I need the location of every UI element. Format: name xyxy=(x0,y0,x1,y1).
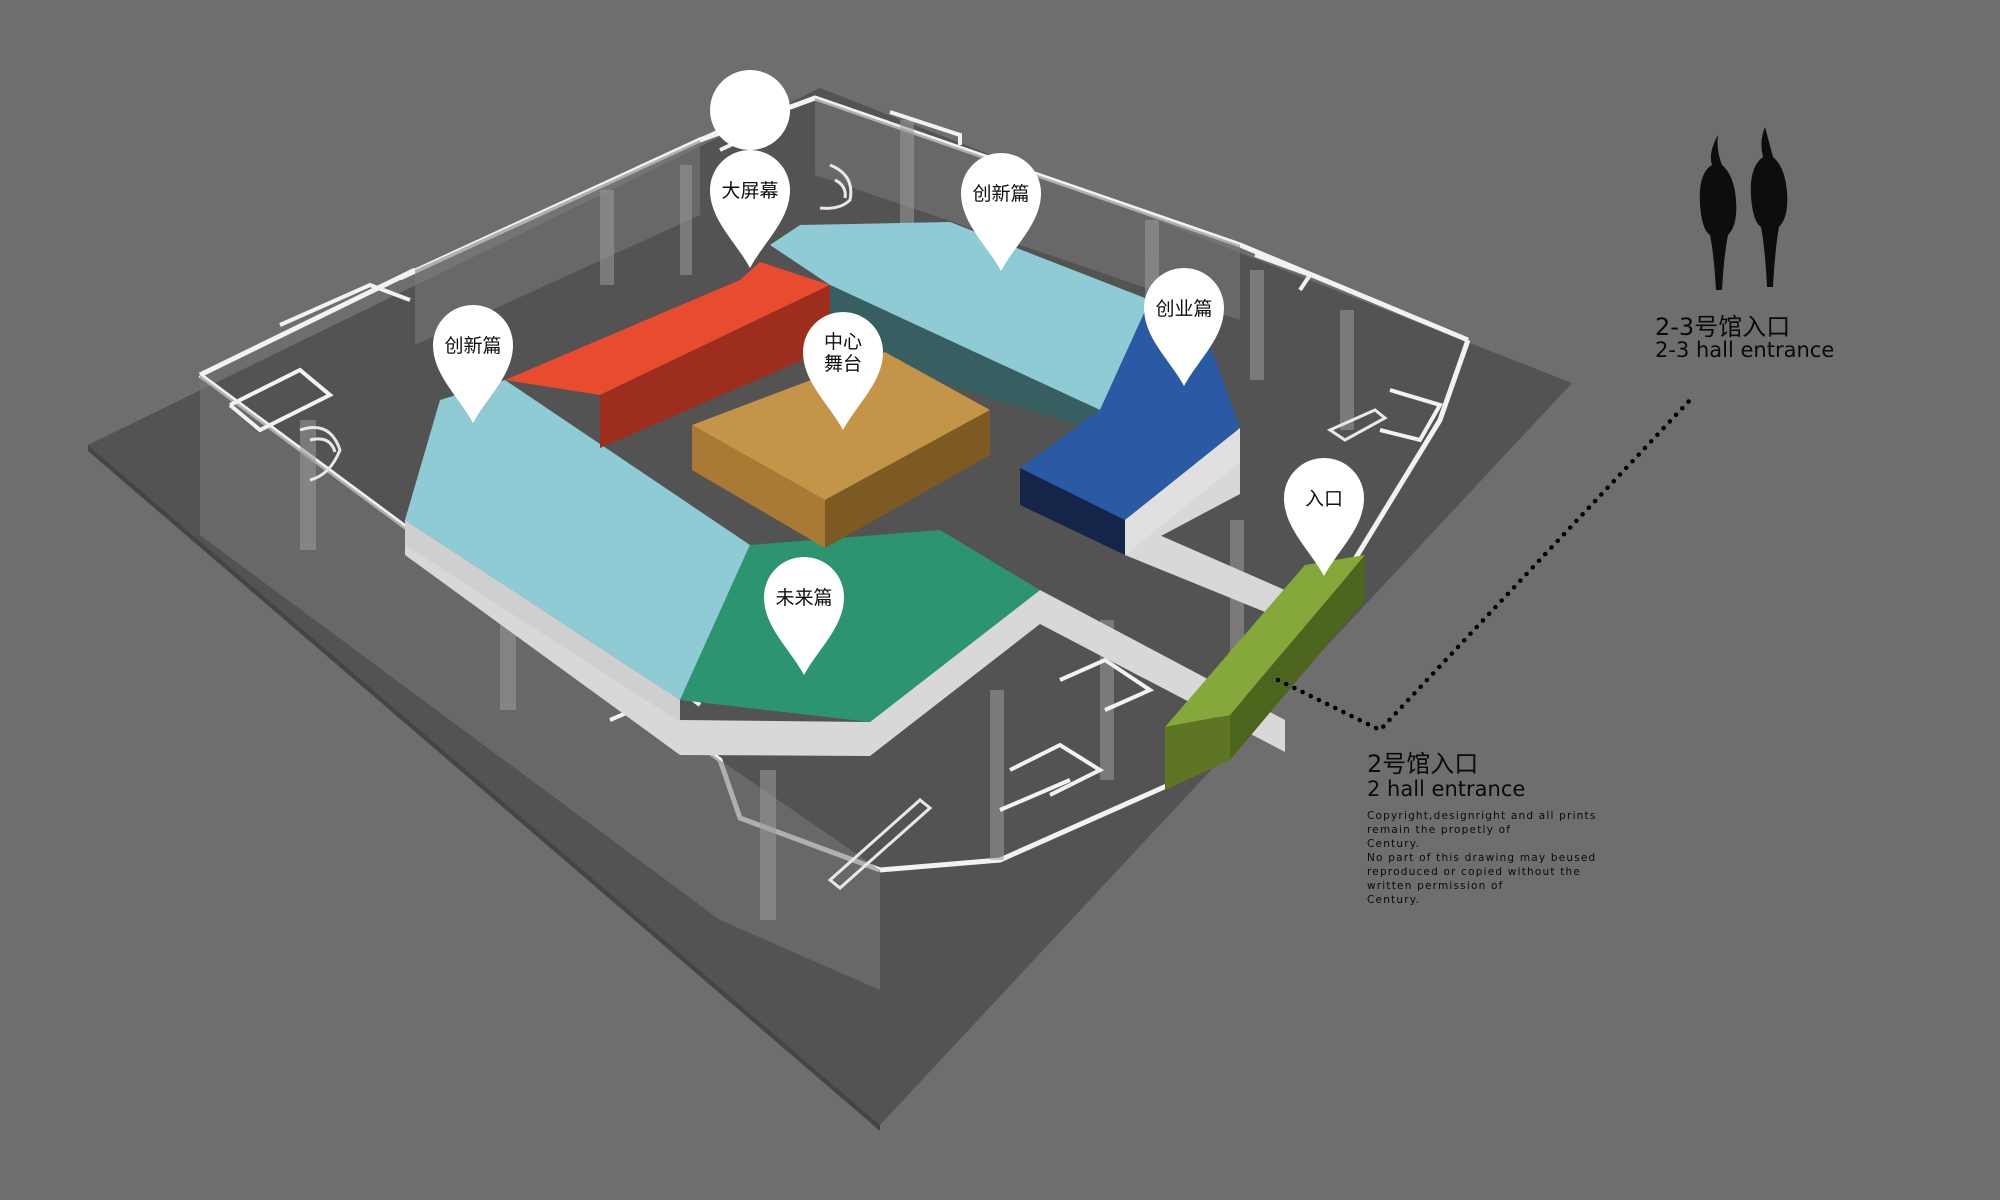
zone-big-screen-side xyxy=(600,285,830,448)
pin-center-stage-label: 舞台 xyxy=(824,353,862,375)
map-pin-icon xyxy=(710,150,790,268)
pin-innovation-top: 创新篇 xyxy=(961,153,1041,271)
pin-innovation-left: 创新篇 xyxy=(433,305,513,423)
map-pin-icon xyxy=(433,305,513,423)
zone-center-stage-left xyxy=(692,425,825,548)
pin-center-stage-label: 中心 xyxy=(824,331,862,353)
map-pin-icon xyxy=(764,557,844,675)
map-pin-icon xyxy=(961,153,1041,271)
pin-entrance: 入口 xyxy=(1284,458,1364,576)
staircase-icon xyxy=(299,163,1388,890)
zone-startup-side xyxy=(1020,468,1125,555)
map-pins xyxy=(710,70,791,150)
hall-2-entrance-cn: 2号馆入口 xyxy=(1367,750,1479,778)
pin-innovation-top-label: 创新篇 xyxy=(972,183,1029,205)
hall-23-entrance-cn: 2-3号馆入口 xyxy=(1655,313,1791,341)
hall-23-entrance-en: 2-3 hall entrance xyxy=(1655,338,1835,362)
zone-innovation-left xyxy=(405,380,750,700)
map-pin-icon xyxy=(1284,458,1364,576)
pin-startup: 创业篇 xyxy=(1144,268,1224,386)
zone-startup-face xyxy=(1125,428,1240,555)
pin-startup-label: 创业篇 xyxy=(1155,298,1212,320)
map-pin-icon xyxy=(710,70,791,150)
entrance-paths xyxy=(1275,397,1693,733)
entrance-ramp xyxy=(1165,555,1365,790)
pin-big-screen-label: 大屏幕 xyxy=(721,180,778,202)
pin-entrance-label: 入口 xyxy=(1305,488,1343,510)
floor-slab-edge xyxy=(88,445,880,1131)
zone-innovation-top-side xyxy=(830,285,1100,432)
map-pin-icon xyxy=(1144,268,1224,386)
copyright-notice: Copyright,designright and all prints rem… xyxy=(1367,810,1597,906)
zone-innovation-top xyxy=(770,222,1150,410)
pin-future-label: 未来篇 xyxy=(775,587,832,609)
pin-layer: 大屏幕创新篇创新篇创业篇中心舞台未来篇入口 xyxy=(433,150,1364,675)
hall-2-entrance-en: 2 hall entrance xyxy=(1367,777,1526,801)
pin-big-screen: 大屏幕 xyxy=(710,150,790,268)
zone-center-stage-right xyxy=(825,410,990,548)
visitor-silhouette-icon xyxy=(1699,127,1788,290)
map-pin-icon xyxy=(803,312,883,430)
zone-innovation-left-face xyxy=(405,520,680,722)
pin-innovation-left-label: 创新篇 xyxy=(444,335,501,357)
zone-big-screen xyxy=(505,262,830,395)
pin-future: 未来篇 xyxy=(764,557,844,675)
